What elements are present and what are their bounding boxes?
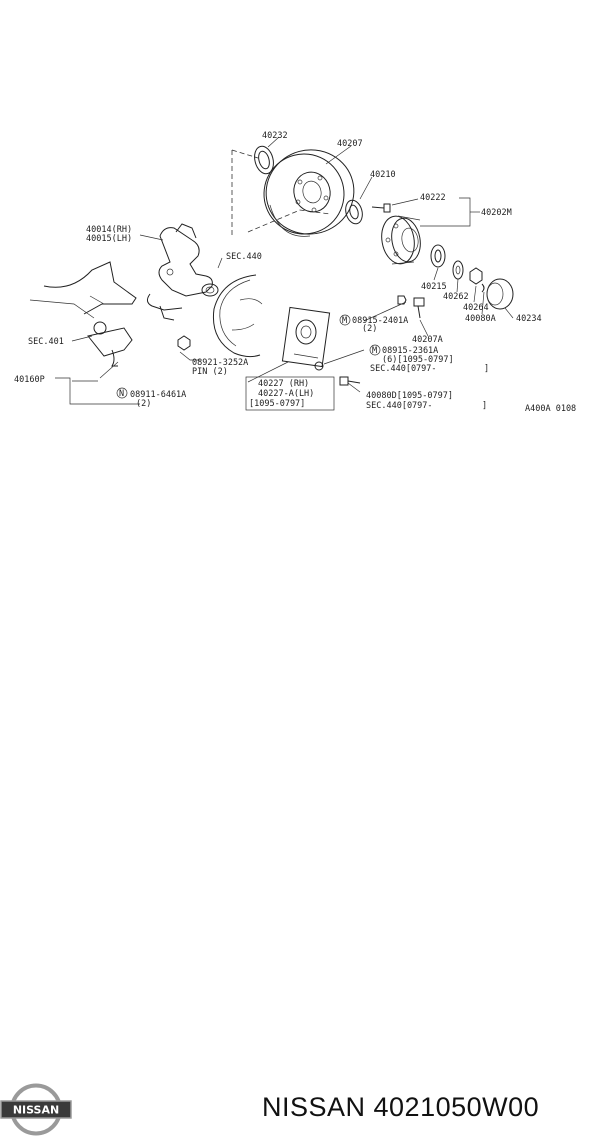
svg-text:N: N: [119, 389, 124, 399]
wheel-hub-40202m: [381, 215, 421, 265]
label-pin-2: PIN (2): [192, 367, 228, 377]
label-40210: 40210: [370, 170, 396, 180]
drawing-code: A400A 0108: [525, 404, 576, 414]
label-40015: 40015(LH): [86, 234, 132, 244]
label-08915-2361a-date: (6)[1095-0797]: [382, 355, 454, 365]
label-box-40227: [245, 376, 335, 411]
label-40202m: 40202M: [481, 208, 512, 218]
svg-text:M: M: [372, 346, 377, 356]
label-08915-2361a: 08915-2361A: [382, 346, 438, 356]
label-40234: 40234: [516, 314, 542, 324]
part-title: NISSAN 4021050W00: [262, 1092, 540, 1122]
label-40264: 40264: [463, 303, 489, 313]
label-date-1095-0797: [1095-0797]: [249, 399, 305, 409]
bearing-40215: [430, 244, 446, 268]
bearing-40210: [345, 199, 363, 225]
bolt-40207a: [397, 295, 425, 319]
brake-rotor-40207: [263, 149, 355, 237]
label-40215: 40215: [421, 282, 447, 292]
label-08915-2401a-qty: (2): [362, 324, 377, 334]
label-40207a: 40207A: [412, 335, 443, 345]
label-40207: 40207: [337, 139, 363, 149]
seal-40232: [254, 145, 274, 175]
label-40160p: 40160P: [14, 375, 45, 385]
nut-40264: [469, 267, 483, 285]
lower-arm: [29, 261, 137, 319]
label-40014: 40014(RH): [86, 225, 132, 235]
label-40222: 40222: [420, 193, 446, 203]
parts-diagram: M M N 40232 40207 40210 40222 40202M 400…: [14, 131, 576, 414]
group-outline-bottom: [247, 209, 331, 233]
dust-shield: [212, 274, 263, 358]
label-sec401: SEC.401: [28, 337, 64, 347]
nissan-logo-text: NISSAN: [13, 1104, 59, 1117]
label-40262: 40262: [443, 292, 469, 302]
svg-text:M: M: [342, 316, 347, 326]
bracket-close-2: ]: [482, 401, 487, 411]
pin-08921-3252a: [177, 335, 191, 351]
label-08915-2401a: 08915-2401A: [352, 316, 408, 326]
label-08911-6461a: 08911-6461A: [130, 390, 186, 400]
group-outline-top: [231, 149, 259, 159]
marker-circle-n: N: [116, 387, 128, 399]
washer-08915-2361a: [314, 361, 324, 371]
label-40227a-lh: 40227-A(LH): [258, 389, 314, 399]
bolt-40080d: [339, 376, 361, 386]
hub-cap-40234: [486, 278, 514, 310]
steering-knuckle: [146, 223, 219, 321]
marker-circle-m-1: M: [339, 314, 351, 326]
cotter-pin-40080a: [481, 283, 485, 293]
leader-lines: [55, 136, 514, 405]
footer: NISSAN NISSAN 4021050W00: [0, 540, 600, 1136]
marker-circle-m-2: M: [369, 344, 381, 356]
label-40227-rh: 40227 (RH): [258, 379, 309, 389]
ball-joint-40160p: [87, 321, 133, 367]
label-08921-3252a: 08921-3252A: [192, 358, 248, 368]
hub-bolt: [371, 203, 391, 213]
label-08911-6461a-qty: (2): [136, 399, 151, 409]
label-sec440: SEC.440: [226, 252, 262, 262]
brake-caliper-40227: [281, 306, 331, 368]
washer-40262: [452, 260, 464, 280]
nissan-logo: NISSAN: [0, 1083, 72, 1136]
label-40232: 40232: [262, 131, 288, 141]
label-40080a: 40080A: [465, 314, 496, 324]
bracket-close-1: ]: [484, 364, 489, 374]
label-sec440-0797: SEC.440[0797-: [370, 364, 437, 374]
label-40080d: 40080D[1095-0797]: [366, 391, 453, 401]
label-sec440-0797b: SEC.440[0797-: [366, 401, 433, 411]
